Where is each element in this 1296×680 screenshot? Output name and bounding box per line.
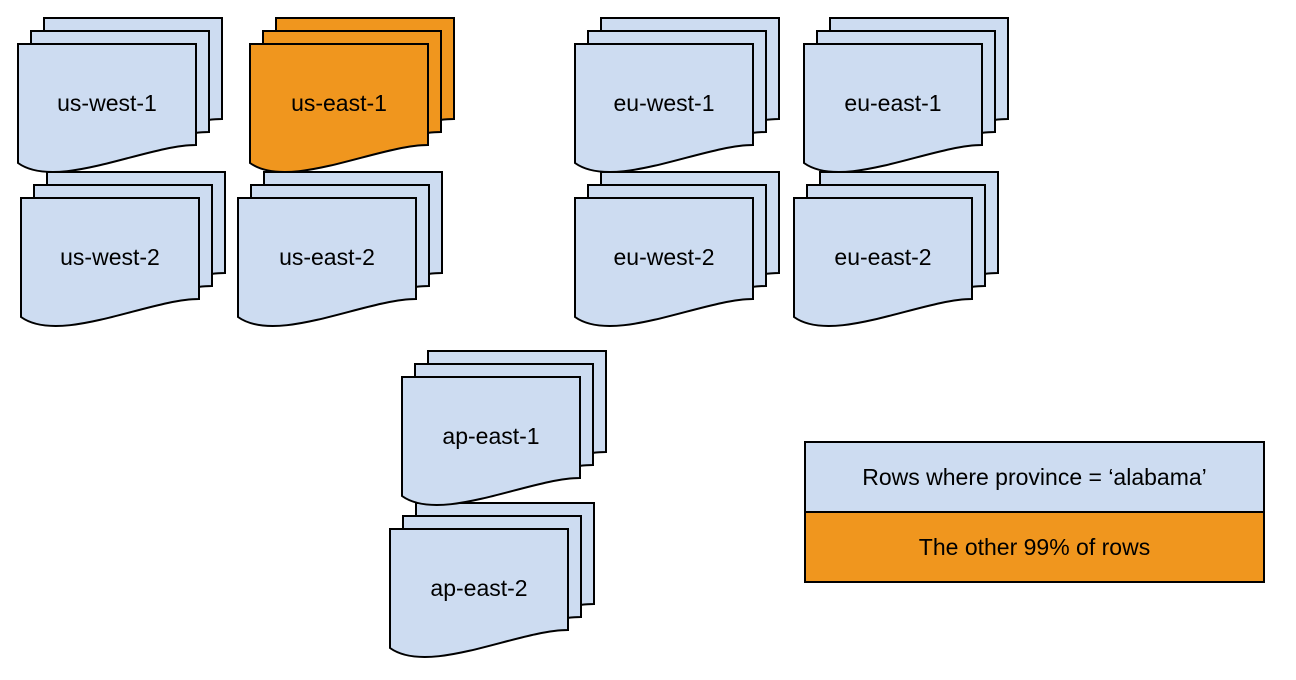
document-stack-icon <box>574 171 780 327</box>
document-shape-front <box>574 43 754 173</box>
document-stack-icon <box>574 17 780 173</box>
legend-item-label: Rows where province = ‘alabama’ <box>862 463 1207 490</box>
region-stack-eu-west-2: eu-west-2 <box>574 171 780 328</box>
document-stack-icon <box>401 350 607 506</box>
document-shape-front <box>237 197 417 327</box>
region-stack-ap-east-1: ap-east-1 <box>401 350 607 507</box>
document-stack-icon <box>17 17 223 173</box>
document-shape-front <box>20 197 200 327</box>
document-stack-icon <box>20 171 226 327</box>
region-stack-eu-west-1: eu-west-1 <box>574 17 780 174</box>
region-stack-us-west-2: us-west-2 <box>20 171 226 328</box>
region-stack-eu-east-2: eu-east-2 <box>793 171 999 328</box>
document-shape-front <box>401 376 581 506</box>
legend-item-label: The other 99% of rows <box>918 533 1151 560</box>
document-stack-icon <box>389 502 595 658</box>
document-stack-icon <box>793 171 999 327</box>
document-stack-icon <box>249 17 455 173</box>
document-shape-front <box>803 43 983 173</box>
legend-item-other-rows: The other 99% of rows <box>806 513 1263 581</box>
region-stack-eu-east-1: eu-east-1 <box>803 17 1009 174</box>
document-stack-icon <box>237 171 443 327</box>
region-stack-us-west-1: us-west-1 <box>17 17 223 174</box>
document-shape-front <box>389 528 569 658</box>
document-shape-front <box>17 43 197 173</box>
region-stack-us-east-2: us-east-2 <box>237 171 443 328</box>
document-shape-front <box>574 197 754 327</box>
document-stack-icon <box>803 17 1009 173</box>
document-shape-front <box>793 197 973 327</box>
document-shape-front <box>249 43 429 173</box>
region-stack-us-east-1: us-east-1 <box>249 17 455 174</box>
region-stack-ap-east-2: ap-east-2 <box>389 502 595 659</box>
legend-item-alabama-rows: Rows where province = ‘alabama’ <box>806 443 1263 513</box>
legend: Rows where province = ‘alabama’ The othe… <box>804 441 1265 583</box>
